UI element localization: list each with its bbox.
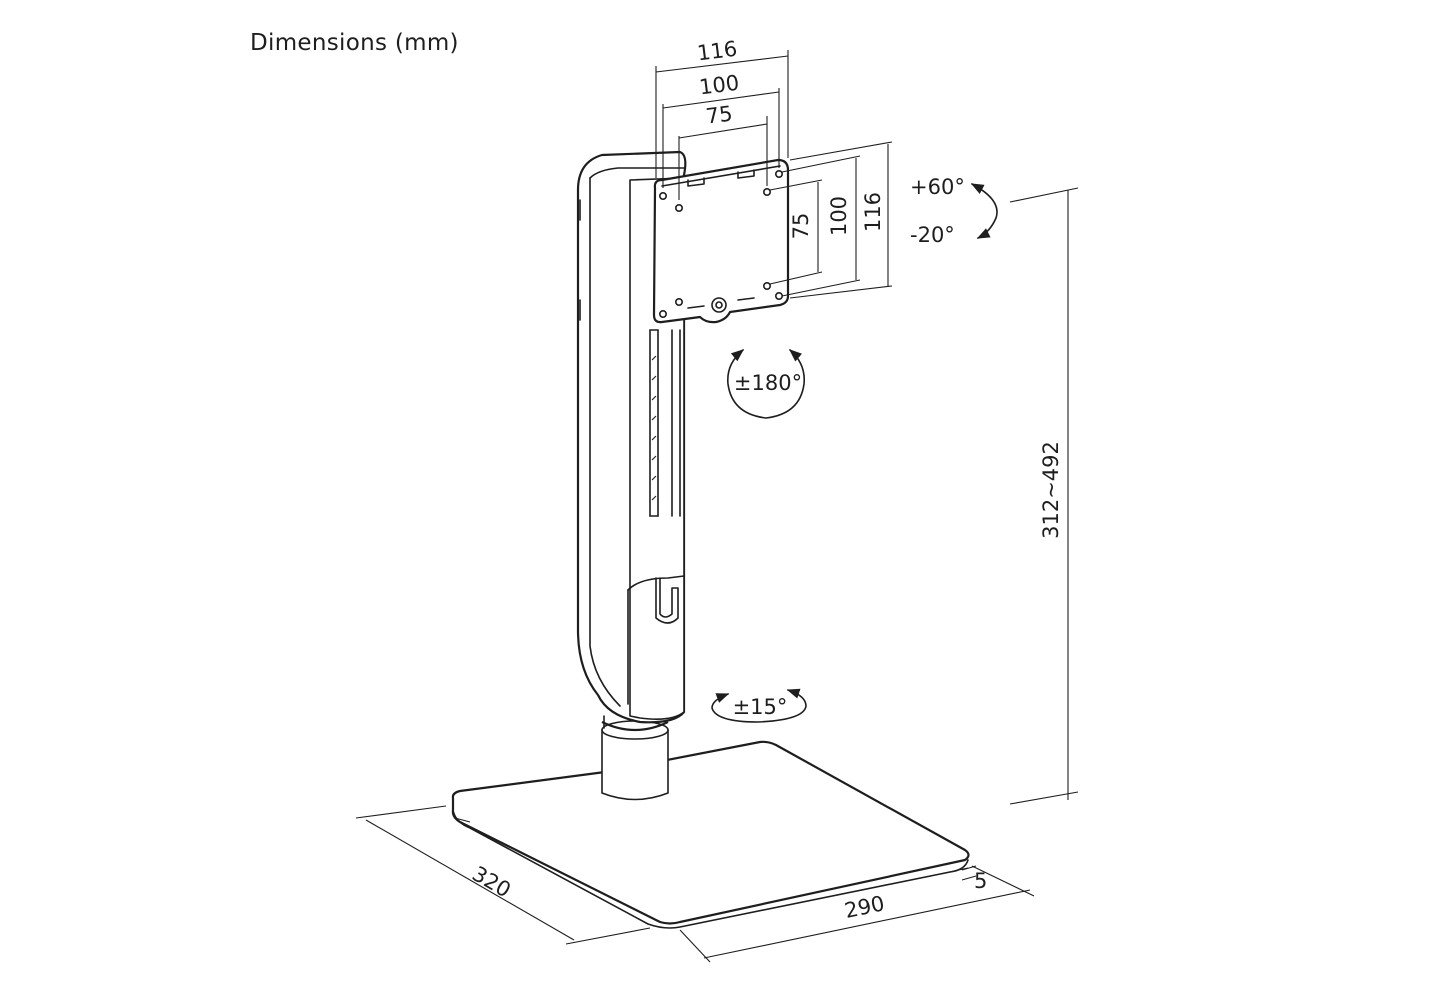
rotation-arrow — [726, 349, 806, 419]
base-depth-label: 320 — [468, 862, 515, 903]
vesa-width-dimension-lines — [655, 50, 789, 200]
vesa-height-75-label: 75 — [789, 213, 813, 240]
tilt-up-label: +60° — [910, 175, 965, 199]
swivel-label: ±15° — [733, 695, 788, 719]
base-depth-dimension-lines — [355, 805, 651, 945]
base-thickness-dimension-lines — [961, 865, 977, 881]
vesa-height-116-label: 116 — [861, 192, 885, 232]
rotation-label: ±180° — [734, 371, 802, 395]
base-plate — [451, 740, 970, 929]
tilt-arrow — [970, 183, 998, 239]
swivel-arrow — [711, 688, 807, 723]
tilt-down-label: -20° — [910, 223, 955, 247]
height-dimension-lines — [1009, 187, 1079, 805]
vesa-plate — [652, 158, 790, 324]
base-width-dimension-lines — [679, 865, 1035, 963]
vesa-height-dimension-lines — [769, 141, 893, 299]
base-width-label: 290 — [842, 891, 886, 923]
vesa-width-100-label: 100 — [698, 71, 741, 100]
vesa-height-100-label: 100 — [827, 196, 851, 236]
vesa-width-75-label: 75 — [704, 102, 733, 129]
height-range-label: 312~492 — [1039, 441, 1063, 539]
lower-pole — [601, 715, 669, 801]
vesa-width-116-label: 116 — [696, 37, 739, 66]
diagram-title: Dimensions (mm) — [250, 30, 459, 56]
base-thickness-label: 5 — [974, 869, 987, 893]
